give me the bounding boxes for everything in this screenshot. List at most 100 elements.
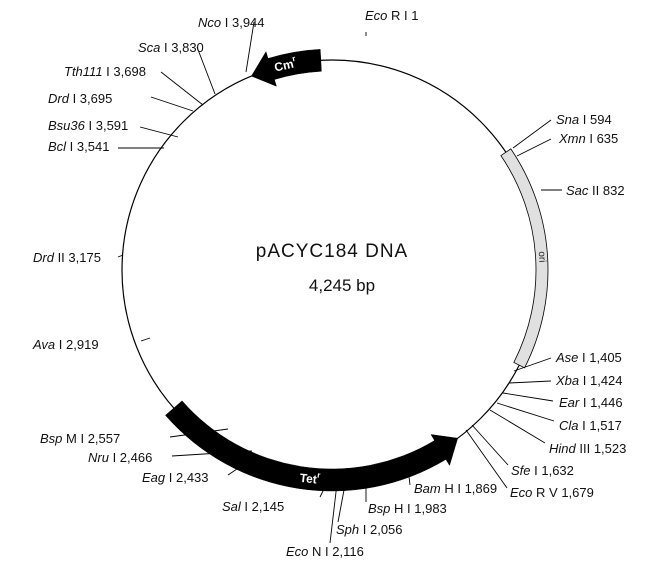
enzyme-name: Xmn xyxy=(558,131,586,146)
site-leader-line xyxy=(337,473,348,523)
enzyme-name: Eco xyxy=(365,8,387,23)
site-position: 1,679 xyxy=(558,485,594,500)
site-leader-line xyxy=(465,429,508,489)
site-position: 3,830 xyxy=(168,40,204,55)
site-label: Sna I 594 xyxy=(556,112,612,127)
site-label: Hind III 1,523 xyxy=(549,441,626,456)
site-leader-line xyxy=(508,380,552,384)
enzyme-name: Eco xyxy=(510,485,532,500)
site-position: 2,433 xyxy=(172,470,208,485)
site-label: Eag I 2,433 xyxy=(142,470,209,485)
site-label: Ase I 1,405 xyxy=(555,350,622,365)
site-leader-line xyxy=(319,474,332,498)
site-leader-line xyxy=(139,126,179,138)
site-label: Tth111 I 3,698 xyxy=(64,64,146,79)
enzyme-name: Sac xyxy=(566,183,589,198)
feature-arc-ori xyxy=(500,148,549,369)
site-position: 2,145 xyxy=(248,499,284,514)
site-position: 3,591 xyxy=(92,118,128,133)
site-label: Eco N I 2,116 xyxy=(286,544,364,559)
enzyme-suffix: I xyxy=(241,499,248,514)
site-leader-line xyxy=(245,21,255,73)
enzyme-suffix: H I xyxy=(390,501,410,516)
site-label: Nru I 2,466 xyxy=(88,450,152,465)
site-label: Sph I 2,056 xyxy=(336,522,403,537)
enzyme-suffix: I xyxy=(579,395,586,410)
enzyme-suffix: I xyxy=(578,350,585,365)
enzyme-suffix: I xyxy=(85,118,92,133)
enzyme-name: Drd xyxy=(33,250,55,265)
site-position: 594 xyxy=(586,112,611,127)
site-position: 3,541 xyxy=(73,139,109,154)
enzyme-suffix: I xyxy=(586,131,593,146)
site-position: 1,869 xyxy=(461,481,497,496)
enzyme-suffix: I xyxy=(531,463,538,478)
site-position: 832 xyxy=(599,183,624,198)
enzyme-name: Nco xyxy=(198,15,221,30)
site-label: Cla I 1,517 xyxy=(559,418,622,433)
site-leader-line xyxy=(329,474,339,544)
site-label: Ear I 1,446 xyxy=(559,395,623,410)
enzyme-suffix: I xyxy=(579,112,586,127)
site-label: Sca I 3,830 xyxy=(138,40,204,55)
enzyme-name: Ase xyxy=(555,350,578,365)
leader-lines xyxy=(117,21,562,544)
site-leader-line xyxy=(196,46,216,95)
site-leader-line xyxy=(150,96,194,112)
site-position: 1,446 xyxy=(586,395,622,410)
site-leader-line xyxy=(496,402,555,422)
enzyme-name: Drd xyxy=(48,91,70,106)
site-label: Sal I 2,145 xyxy=(222,499,284,514)
site-leader-line xyxy=(171,450,253,457)
enzyme-name: Sna xyxy=(556,112,579,127)
feature-label-ori: ori xyxy=(536,251,548,263)
site-leader-line xyxy=(489,409,546,444)
site-position: 2,466 xyxy=(116,450,152,465)
site-position: 1,517 xyxy=(586,418,622,433)
enzyme-name: Bam xyxy=(414,481,441,496)
site-leader-line xyxy=(502,392,554,402)
enzyme-suffix: R I xyxy=(387,8,407,23)
enzyme-name: Eco xyxy=(286,544,308,559)
site-position: 3,695 xyxy=(76,91,112,106)
site-position: 635 xyxy=(593,131,618,146)
site-position: 3,944 xyxy=(228,15,264,30)
site-position: 3,175 xyxy=(65,250,101,265)
feature-label-tet: Tetr xyxy=(299,469,321,487)
feature-arc-cm xyxy=(251,49,322,87)
site-position: 2,116 xyxy=(329,544,364,559)
feature-superscript: r xyxy=(291,54,296,63)
enzyme-suffix: I xyxy=(579,418,586,433)
enzyme-suffix: M I xyxy=(62,431,84,446)
site-label: Bsp H I 1,983 xyxy=(368,501,447,516)
site-position: 1,983 xyxy=(411,501,447,516)
site-leader-line xyxy=(227,454,259,476)
enzyme-suffix: I xyxy=(359,522,366,537)
enzyme-name: Eag xyxy=(142,470,166,485)
enzyme-name: Bsu36 xyxy=(48,118,86,133)
enzyme-name: Sfe xyxy=(511,463,531,478)
site-position: 1,405 xyxy=(586,350,622,365)
site-leader-line xyxy=(407,467,411,486)
site-position: 2,056 xyxy=(366,522,402,537)
enzyme-name: Bcl xyxy=(48,139,67,154)
site-label: Drd II 3,175 xyxy=(33,250,101,265)
site-label: Bsp M I 2,557 xyxy=(40,431,120,446)
enzyme-suffix: H I xyxy=(441,481,461,496)
enzyme-suffix: I xyxy=(221,15,228,30)
site-position: 1,632 xyxy=(538,463,574,478)
site-label: Sac II 832 xyxy=(566,183,625,198)
enzyme-name: Hind xyxy=(549,441,577,456)
enzyme-suffix: I xyxy=(103,64,110,79)
site-label: Bcl I 3,541 xyxy=(48,139,109,154)
enzyme-suffix: III xyxy=(576,441,590,456)
enzyme-suffix: II xyxy=(54,250,65,265)
site-position: 1,523 xyxy=(590,441,626,456)
site-leader-line xyxy=(117,254,124,258)
enzyme-suffix: I xyxy=(165,470,172,485)
enzyme-suffix: I xyxy=(160,40,167,55)
enzyme-suffix: I xyxy=(66,139,73,154)
enzyme-name: Sph xyxy=(336,522,359,537)
site-label: Eco R I 1 xyxy=(365,8,418,23)
